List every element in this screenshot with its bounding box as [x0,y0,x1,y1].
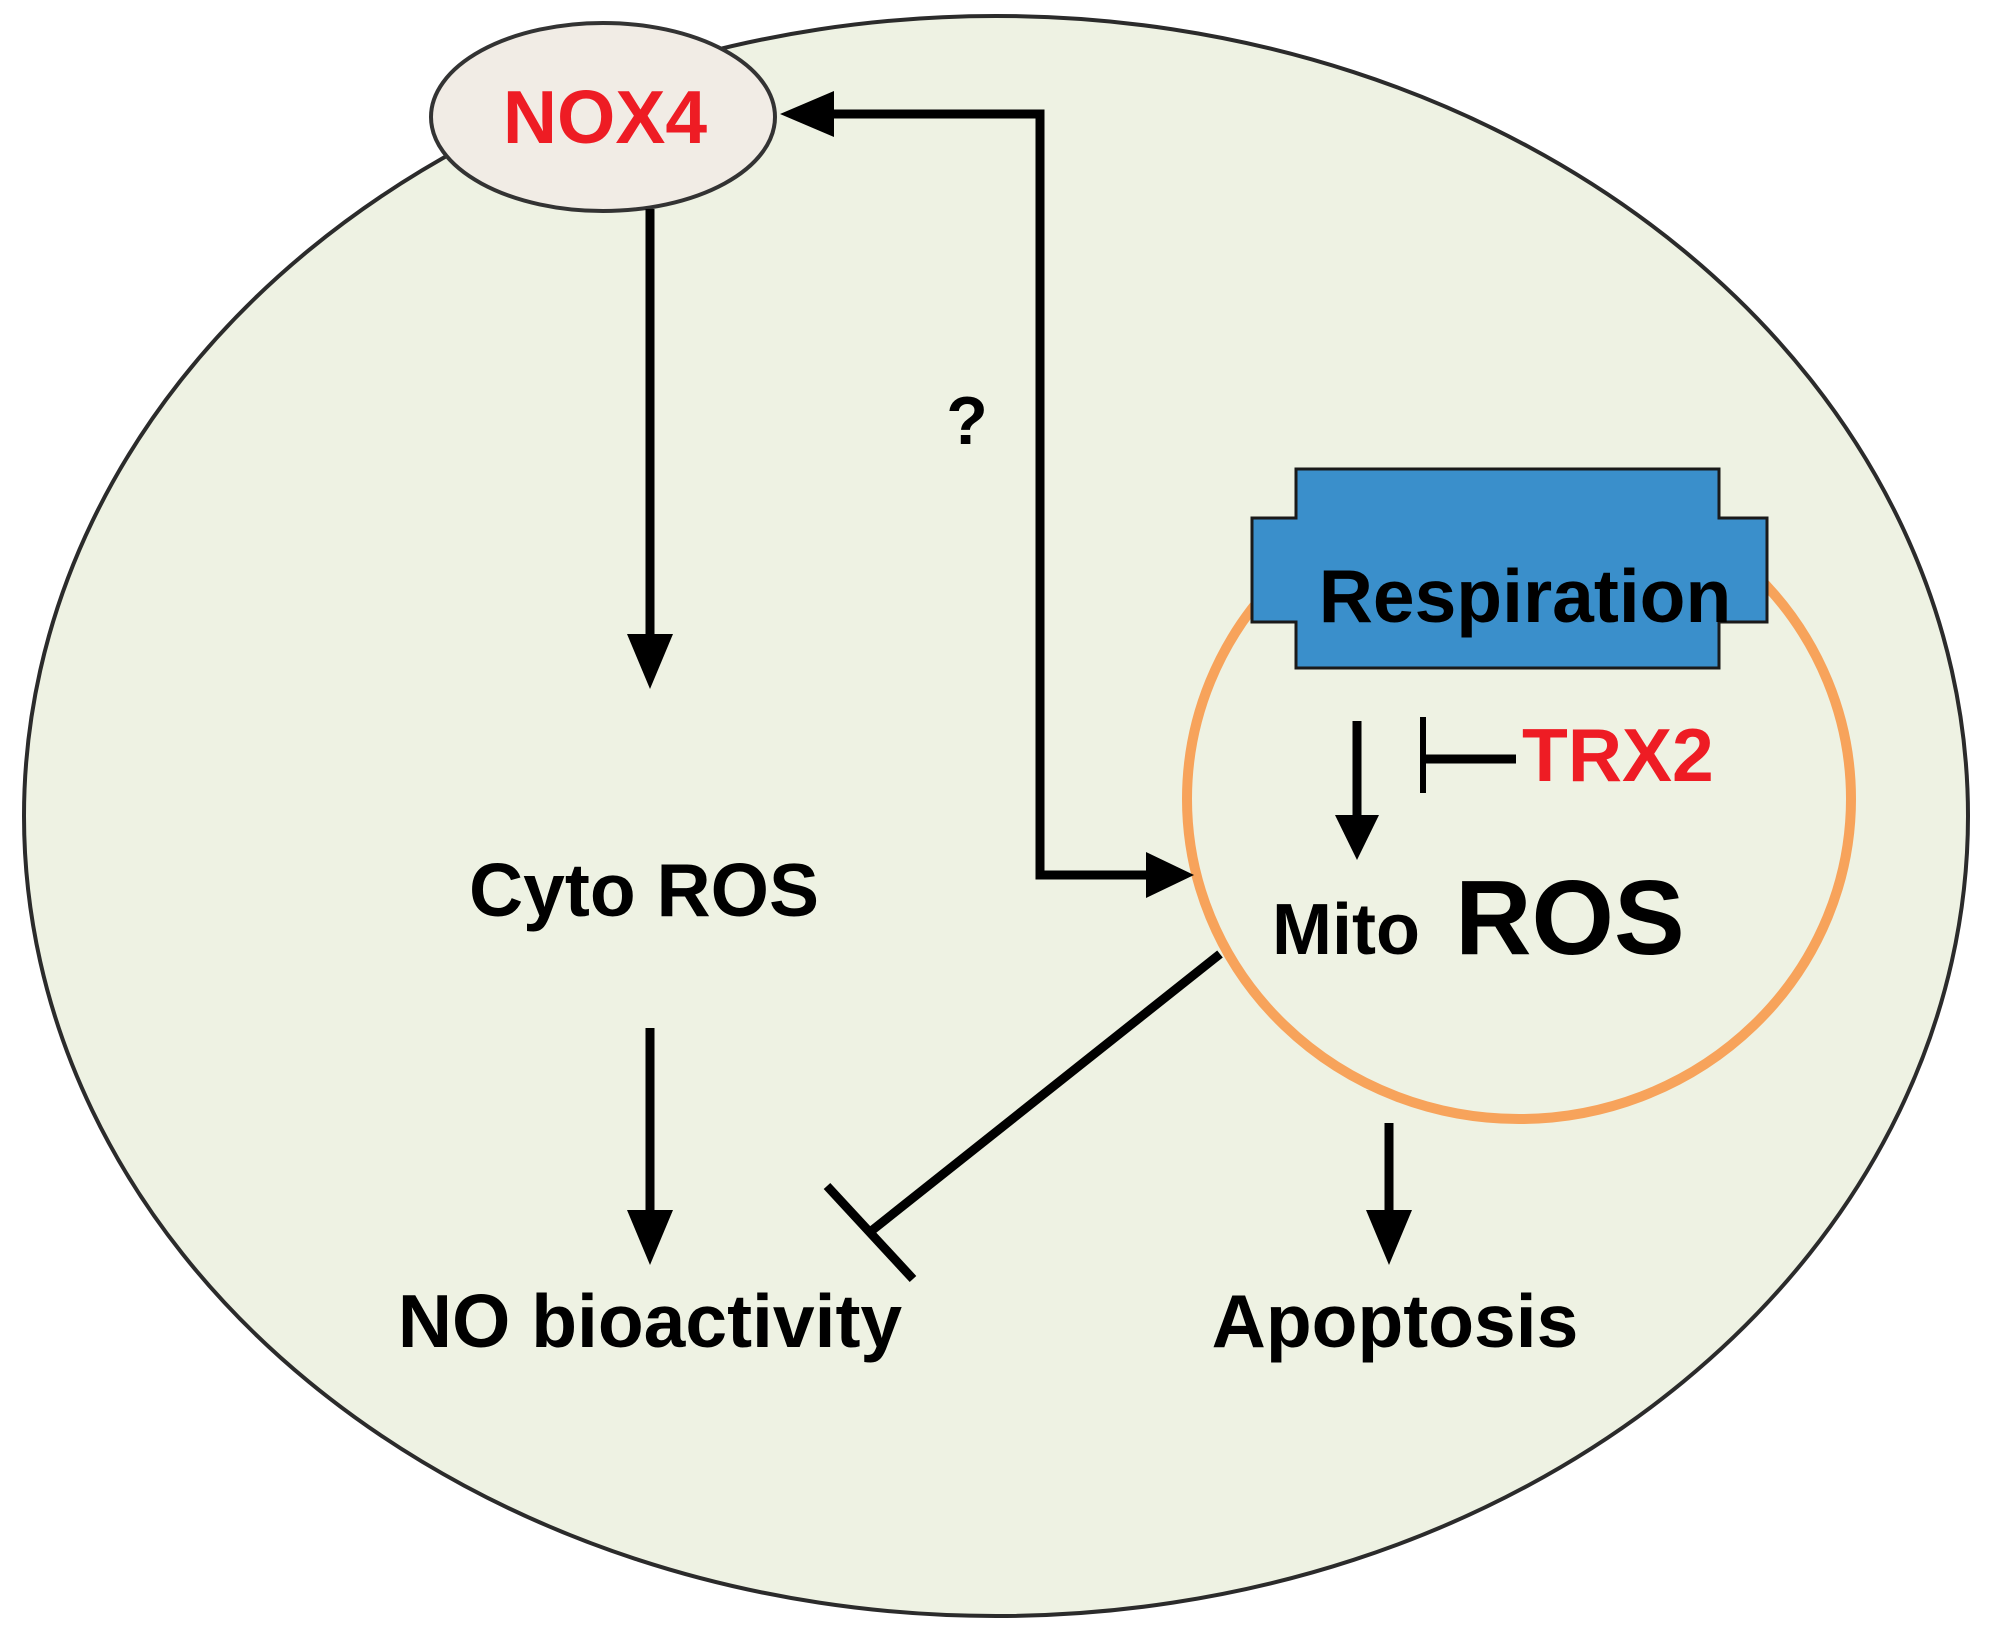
arrow-head [1366,1210,1412,1265]
nox4-node [429,21,777,213]
arrow-mito-ros-to-apoptosis [1366,1123,1412,1265]
apoptosis-label: Apoptosis [1212,1279,1579,1363]
cyto-ros-label: Cyto ROS [469,848,819,932]
question-mark-label: ? [946,383,988,459]
mito-ros-prefix-label: Mito [1272,890,1420,970]
connector-path [830,109,1150,880]
inhibition-mito-ros-to-no-bioactivity [823,950,1223,1283]
connector-nox4-mito-ros [780,91,1194,898]
arrow-cyto-ros-to-no-bioactivity [627,1028,673,1265]
arrow-head [627,634,673,689]
mito-ros-main-label: ROS [1455,859,1685,977]
arrow-head [627,1210,673,1265]
arrow-nox4-to-cyto-ros [627,209,673,689]
respiration-label: Respiration [1319,554,1732,638]
no-bioactivity-label: NO bioactivity [398,1279,903,1363]
inhibition-stem [867,950,1223,1236]
cell-outline [22,14,1970,1618]
inhibition-bar [823,1182,917,1283]
arrow-respiration-to-mito-ros [1335,721,1379,860]
arrow-head-right [1146,852,1194,898]
inhibition-trx2 [1420,717,1516,793]
trx2-label: TRX2 [1522,713,1714,797]
respiration-block [1250,467,1769,670]
arrow-head [1335,815,1379,860]
arrow-head-left [780,91,834,137]
nox4-label: NOX4 [503,75,708,159]
